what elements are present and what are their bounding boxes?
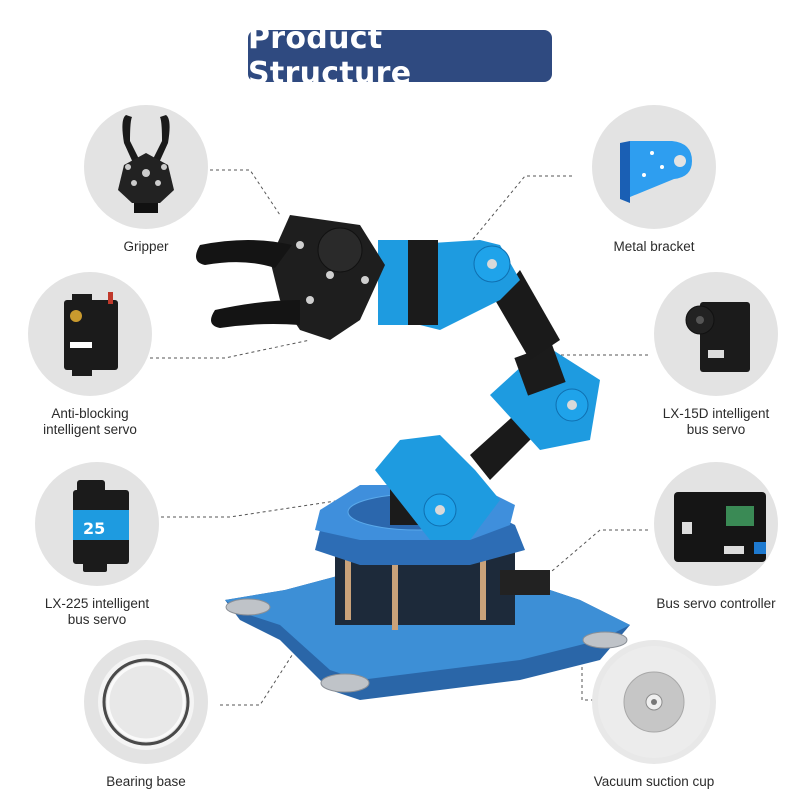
circuit-board-icon: [674, 492, 766, 562]
part-label: Anti-blocking intelligent servo: [43, 406, 137, 437]
connector-metal-bracket: [459, 175, 572, 256]
part-gripper: Gripper: [66, 105, 226, 255]
connector-gripper: [210, 169, 281, 216]
connector-bus-servo-controller: [544, 529, 648, 578]
part-lx15d-servo: LX-15D intelligent bus servo: [636, 272, 796, 438]
page-title-text: Product Structure: [248, 21, 412, 91]
bracket-icon: [620, 141, 692, 203]
part-bus-servo-controller: Bus servo controller: [636, 462, 796, 612]
gripper-image: [84, 105, 208, 229]
page-title: Product Structure: [248, 21, 552, 91]
metal-bracket-image: [592, 105, 716, 229]
part-label: Gripper: [123, 239, 169, 254]
suction-cup-icon: [598, 646, 710, 758]
vacuum-suction-cup-image: [592, 640, 716, 764]
anti-blocking-servo-image: [28, 272, 152, 396]
part-lx225-servo: 25 LX-225 intelligent bus servo: [17, 462, 177, 628]
svg-text:25: 25: [83, 519, 105, 538]
part-anti-blocking-servo: Anti-blocking intelligent servo: [10, 272, 170, 438]
servo-icon: [685, 302, 750, 372]
part-vacuum-suction-cup: Vacuum suction cup: [574, 640, 734, 790]
servo-icon: [64, 292, 118, 376]
connector-lx225-servo: [155, 494, 376, 518]
part-label: LX-15D intelligent bus servo: [662, 406, 770, 437]
robot-arm-icon: [196, 215, 630, 700]
bearing-icon: [98, 654, 194, 750]
lx15d-servo-image: [654, 272, 778, 396]
bus-servo-icon: 25: [73, 480, 129, 572]
gripper-icon: [118, 115, 174, 213]
part-label: LX-225 intelligent bus servo: [44, 596, 150, 627]
connector-anti-blocking-servo: [150, 339, 311, 359]
part-bearing-base: Bearing base: [66, 640, 226, 790]
part-metal-bracket: Metal bracket: [574, 105, 734, 255]
lx225-servo-image: 25: [35, 462, 159, 586]
bus-servo-controller-image: [654, 462, 778, 586]
part-label: Metal bracket: [613, 239, 695, 254]
part-label: Vacuum suction cup: [593, 774, 715, 789]
part-label: Bus servo controller: [656, 596, 776, 611]
bearing-base-image: [84, 640, 208, 764]
part-label: Bearing base: [106, 774, 186, 789]
